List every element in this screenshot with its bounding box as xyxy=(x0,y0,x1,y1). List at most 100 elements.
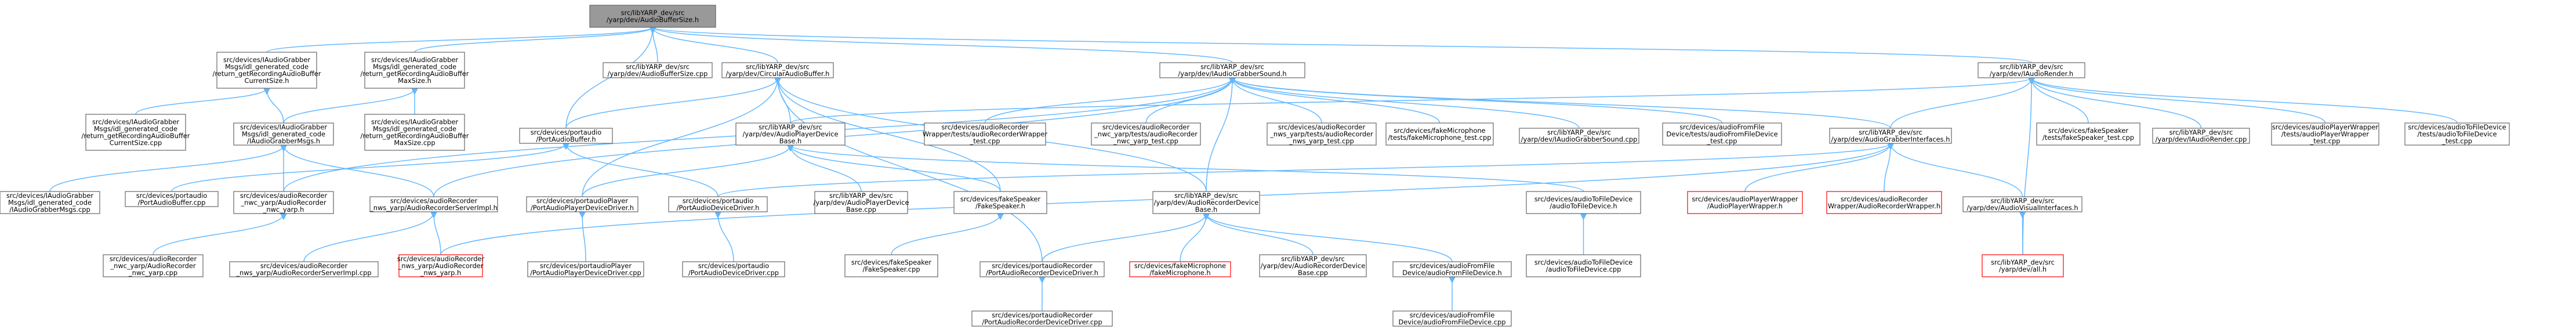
node-box[interactable] xyxy=(233,191,334,214)
graph-node-nwcyarpcpp[interactable]: src/devices/audioRecorder_nwc_yarp/Audio… xyxy=(103,254,204,277)
node-box[interactable] xyxy=(682,261,785,277)
graph-node-recwrappertest[interactable]: src/devices/audioRecorderWrapper/tests/a… xyxy=(923,122,1048,146)
graph-node-nwsyarp_h[interactable]: src/devices/audioRecorder_nws_yarp/Audio… xyxy=(397,254,485,277)
graph-node-bufsizecpp[interactable]: src/libYARP_dev/src/yarp/dev/AudioBuffer… xyxy=(603,62,713,78)
node-box[interactable] xyxy=(526,196,638,212)
graph-node-igrabsoundcpp[interactable]: src/libYARP_dev/src/yarp/dev/IAudioGrabb… xyxy=(1519,128,1639,144)
node-box[interactable] xyxy=(924,122,1046,146)
graph-node-tofiletest[interactable]: src/devices/audioToFileDevice/tests/audi… xyxy=(2404,122,2510,146)
graph-node-paudiobufcpp[interactable]: src/devices/portaudio/PortAudioBuffer.cp… xyxy=(125,191,219,207)
node-box[interactable] xyxy=(1259,254,1367,277)
graph-node-ifgrab1[interactable]: src/devices/IAudioGrabberMsgs/idl_genera… xyxy=(213,52,321,89)
node-box[interactable] xyxy=(1526,254,1641,277)
graph-node-fakemictest[interactable]: src/devices/fakeMicrophone/tests/fakeMic… xyxy=(1385,122,1494,146)
graph-node-fromfile_h[interactable]: src/devices/audioFromFileDevice/audioFro… xyxy=(1392,261,1512,277)
graph-node-alldev_h[interactable]: src/libYARP_dev/src/yarp/dev/all.h xyxy=(1982,254,2064,277)
node-box[interactable] xyxy=(519,128,613,144)
node-box[interactable] xyxy=(0,191,100,214)
graph-node-fakespeakercpp[interactable]: src/devices/fakeSpeaker/FakeSpeaker.cpp xyxy=(844,254,938,277)
node-box[interactable] xyxy=(1159,62,1305,78)
node-box[interactable] xyxy=(735,122,846,146)
node-box[interactable] xyxy=(398,254,483,277)
node-box[interactable] xyxy=(721,62,834,78)
graph-node-playerwrappertest[interactable]: src/devices/audioPlayerWrapper/tests/aud… xyxy=(2271,122,2379,146)
node-box[interactable] xyxy=(233,122,334,146)
graph-node-visualifaces[interactable]: src/libYARP_dev/src/yarp/dev/AudioVisual… xyxy=(1962,196,2082,212)
node-box[interactable] xyxy=(1829,128,1952,144)
graph-node-playerwrapper_h[interactable]: src/devices/audioPlayerWrapper/AudioPlay… xyxy=(1687,191,1803,214)
node-box[interactable] xyxy=(369,196,498,212)
node-box[interactable] xyxy=(527,261,644,277)
node-box[interactable] xyxy=(1978,62,2085,78)
node-box[interactable] xyxy=(589,5,716,28)
node-box[interactable] xyxy=(2152,128,2250,144)
graph-node-recwrapper_h[interactable]: src/devices/audioRecorderWrapper/AudioRe… xyxy=(1826,191,1942,214)
node-box[interactable] xyxy=(229,261,379,277)
graph-node-fakemic_h[interactable]: src/devices/fakeMicrophone/fakeMicrophon… xyxy=(1129,261,1231,277)
node-box[interactable] xyxy=(814,191,908,214)
node-box[interactable] xyxy=(1152,191,1260,214)
node-box[interactable] xyxy=(1385,122,1494,146)
graph-node-circbuf[interactable]: src/libYARP_dev/src/yarp/dev/CircularAud… xyxy=(721,62,834,78)
node-box[interactable] xyxy=(125,191,219,207)
node-box[interactable] xyxy=(2271,122,2379,146)
node-box[interactable] xyxy=(2036,122,2140,146)
node-box[interactable] xyxy=(1662,122,1782,146)
node-box[interactable] xyxy=(979,261,1105,277)
graph-node-padevdrv_h[interactable]: src/devices/portaudio/PortAudioDeviceDri… xyxy=(668,196,768,212)
node-box[interactable] xyxy=(971,310,1113,327)
node-box[interactable] xyxy=(668,196,768,212)
graph-node-paudiobuf[interactable]: src/devices/portaudio/PortAudioBuffer.h xyxy=(519,128,613,144)
node-box[interactable] xyxy=(1392,261,1512,277)
graph-node-fromfilecpp[interactable]: src/devices/audioFromFileDevice/audioFro… xyxy=(1392,310,1512,327)
node-box[interactable] xyxy=(2404,122,2510,146)
graph-node-ifgrabmsgscpp[interactable]: src/devices/IAudioGrabberMsgs/idl_genera… xyxy=(0,191,100,214)
graph-node-ifgrab2cpp[interactable]: src/devices/IAudioGrabberMsgs/idl_genera… xyxy=(361,114,469,151)
node-box[interactable] xyxy=(1826,191,1942,214)
node-box[interactable] xyxy=(103,254,204,277)
graph-node-serverimpl_h[interactable]: src/devices/audioRecorder_nws_yarp/Audio… xyxy=(369,196,498,212)
graph-node-nwcyarptest[interactable]: src/devices/audioRecorder_nwc_yarp/tests… xyxy=(1091,122,1201,146)
graph-node-tofilecpp[interactable]: src/devices/audioToFileDevice/audioToFil… xyxy=(1526,254,1641,277)
node-box[interactable] xyxy=(1091,122,1201,146)
graph-node-paplayerdrvcpp[interactable]: src/devices/portaudioPlayer/PortAudioPla… xyxy=(527,261,644,277)
node-box[interactable] xyxy=(1267,122,1377,146)
node-box[interactable] xyxy=(364,114,465,151)
graph-node-audioplayerbase[interactable]: src/libYARP_dev/src/yarp/dev/AudioPlayer… xyxy=(735,122,846,146)
graph-node-iaudiograbberifaces[interactable]: src/libYARP_dev/src/yarp/dev/AudioGrabbe… xyxy=(1829,128,1952,144)
graph-node-fakespeakertest[interactable]: src/devices/fakeSpeaker/tests/fakeSpeake… xyxy=(2036,122,2140,146)
graph-node-nwsyarptest[interactable]: src/devices/audioRecorder_nws_yarp/tests… xyxy=(1267,122,1377,146)
graph-node-iaudiorender[interactable]: src/libYARP_dev/src/yarp/dev/IAudioRende… xyxy=(1978,62,2085,78)
graph-node-tofile_h[interactable]: src/devices/audioToFileDevice/audioToFil… xyxy=(1526,191,1641,214)
node-box[interactable] xyxy=(1392,310,1512,327)
graph-node-nwcyarp_h[interactable]: src/devices/audioRecorder_nwc_yarp/Audio… xyxy=(233,191,334,214)
node-box[interactable] xyxy=(364,52,465,89)
node-box[interactable] xyxy=(603,62,713,78)
graph-node-audiorecbasecpp[interactable]: src/libYARP_dev/src/yarp/dev/AudioRecord… xyxy=(1259,254,1367,277)
graph-node-parecdrvcpp[interactable]: src/devices/portaudioRecorder/PortAudioR… xyxy=(971,310,1113,327)
graph-node-audioplayerbasecpp[interactable]: src/libYARP_dev/src/yarp/dev/AudioPlayer… xyxy=(814,191,909,214)
graph-node-igrabsound[interactable]: src/libYARP_dev/src/yarp/dev/IAudioGrabb… xyxy=(1159,62,1305,78)
graph-node-fakespeaker_h[interactable]: src/devices/fakeSpeaker/FakeSpeaker.h xyxy=(953,191,1047,214)
graph-node-audiorecbase[interactable]: src/libYARP_dev/src/yarp/dev/AudioRecord… xyxy=(1152,191,1260,214)
graph-node-root[interactable]: src/libYARP_dev/src/yarp/dev/AudioBuffer… xyxy=(589,5,716,28)
node-box[interactable] xyxy=(1129,261,1231,277)
graph-node-parecdrv_h[interactable]: src/devices/portaudioRecorder/PortAudioR… xyxy=(979,261,1105,277)
node-box[interactable] xyxy=(1982,254,2064,277)
node-box[interactable] xyxy=(1526,191,1641,214)
graph-node-ifgrabmsgs_h[interactable]: src/devices/IAudioGrabberMsgs/idl_genera… xyxy=(233,122,334,146)
node-box[interactable] xyxy=(1519,128,1639,144)
graph-node-fromfiletest[interactable]: src/devices/audioFromFileDevice/tests/au… xyxy=(1662,122,1782,146)
node-box[interactable] xyxy=(1687,191,1803,214)
graph-node-iaudiorendercpp[interactable]: src/libYARP_dev/src/yarp/dev/IAudioRende… xyxy=(2152,128,2250,144)
node-box[interactable] xyxy=(85,114,186,151)
node-box[interactable] xyxy=(953,191,1047,214)
node-box[interactable] xyxy=(1962,196,2082,212)
graph-node-padevdrvcpp[interactable]: src/devices/portaudio/PortAudioDeviceDri… xyxy=(682,261,785,277)
graph-node-ifgrab2[interactable]: src/devices/IAudioGrabberMsgs/idl_genera… xyxy=(361,52,469,89)
graph-node-serverimplcpp[interactable]: src/devices/audioRecorder_nws_yarp/Audio… xyxy=(229,261,379,277)
node-box[interactable] xyxy=(216,52,317,89)
graph-node-paplayerdrv_h[interactable]: src/devices/portaudioPlayer/PortAudioPla… xyxy=(526,196,638,212)
graph-node-ifgrab1cpp[interactable]: src/devices/IAudioGrabberMsgs/idl_genera… xyxy=(82,114,190,151)
node-box[interactable] xyxy=(844,254,938,277)
